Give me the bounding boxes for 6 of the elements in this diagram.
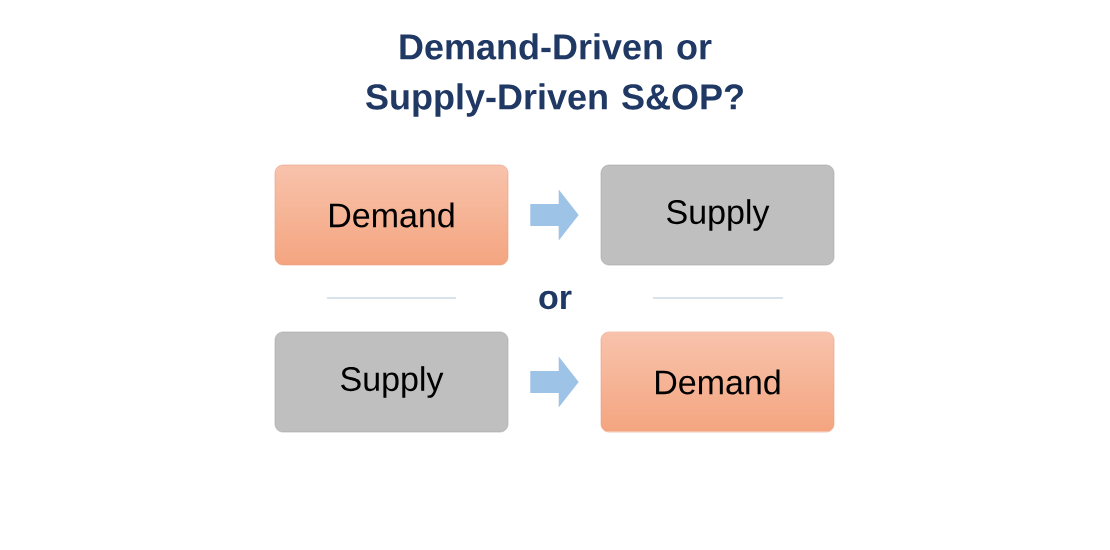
process-box: Demand [274,164,509,266]
process-box: Demand [600,331,835,433]
title: Demand-Driven or Supply-Driven S&OP? [366,33,743,117]
process-box: Supply [274,331,509,433]
process-box: Supply [600,164,835,266]
separator-word: or [539,290,572,310]
